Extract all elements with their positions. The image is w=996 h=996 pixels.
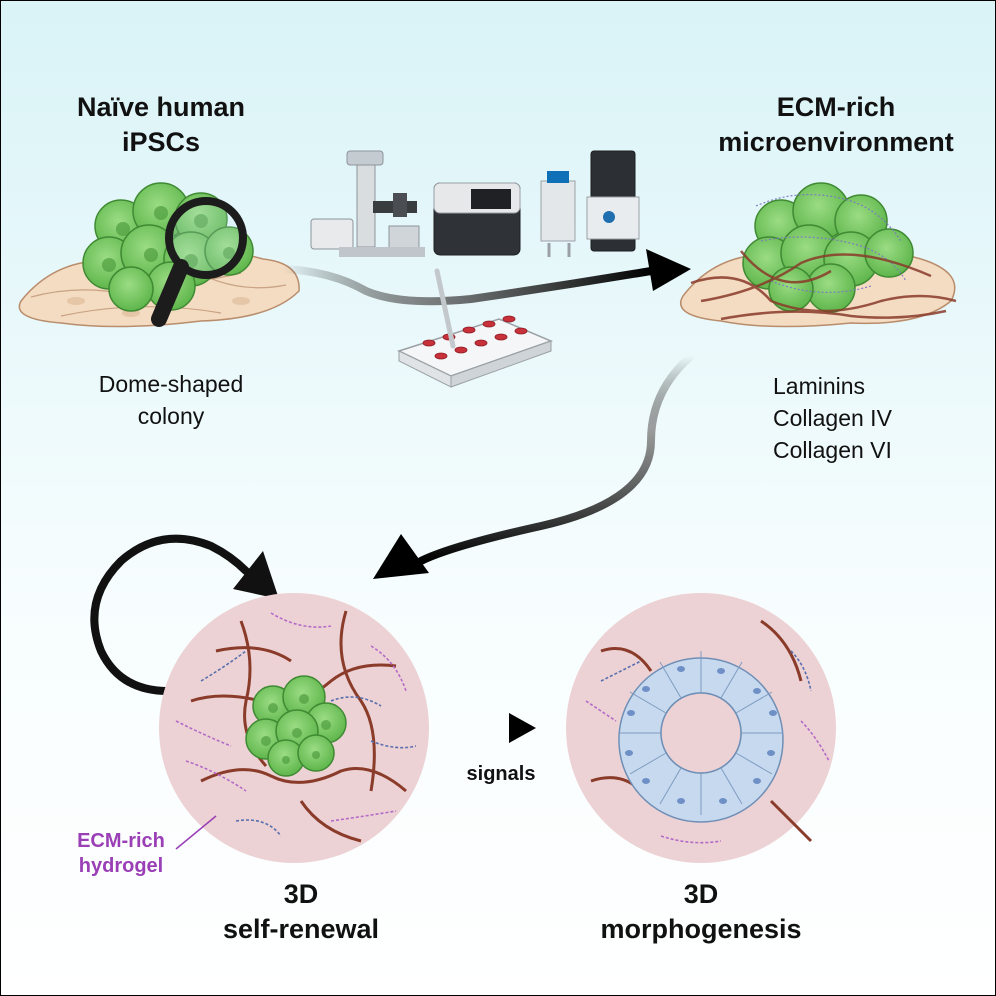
colony-caption-line1: Dome-shaped: [98, 371, 244, 397]
arrow-ecm-to-hydrogel: [373, 352, 695, 579]
morphogenesis-line2: morphogenesis: [600, 914, 802, 944]
naive-title-line1: Naïve human: [76, 92, 246, 122]
self-renewal-loop-arrow: [90, 534, 279, 696]
sequencer-icon: [433, 182, 521, 256]
ecm-title-line1: ECM-rich: [776, 92, 896, 122]
protein-laminins: Laminins: [773, 373, 866, 399]
protein-collagen-vi: Collagen VI: [773, 437, 892, 463]
mass-spectrometer-icon: [540, 150, 640, 257]
microscope-icon: [310, 150, 425, 257]
hydrogel-label-line1: ECM-rich: [77, 830, 165, 852]
self-renewal-line2: self-renewal: [222, 914, 380, 944]
hydrogel-label-line2: hydrogel: [78, 855, 164, 877]
multiwell-plate-icon: [396, 268, 554, 388]
magnifying-glass-icon: [151, 197, 247, 327]
colony-caption-line2: colony: [137, 403, 205, 429]
ecm-colony: [690, 182, 957, 321]
arrow-naive-to-ecm: [279, 249, 691, 306]
signals-label: signals: [466, 763, 536, 785]
stem-cell-cluster: [245, 675, 347, 777]
hydrogel-leader-line: [175, 815, 217, 850]
morphogenesis-line1: 3D: [683, 879, 719, 909]
signals-arrow: [466, 713, 536, 743]
ecm-title-line2: microenvironment: [718, 127, 954, 157]
protein-collagen-iv: Collagen IV: [773, 405, 892, 431]
epithelial-cyst: [618, 651, 784, 823]
self-renewal-line1: 3D: [283, 879, 319, 909]
naive-title-line2: iPSCs: [121, 127, 201, 157]
